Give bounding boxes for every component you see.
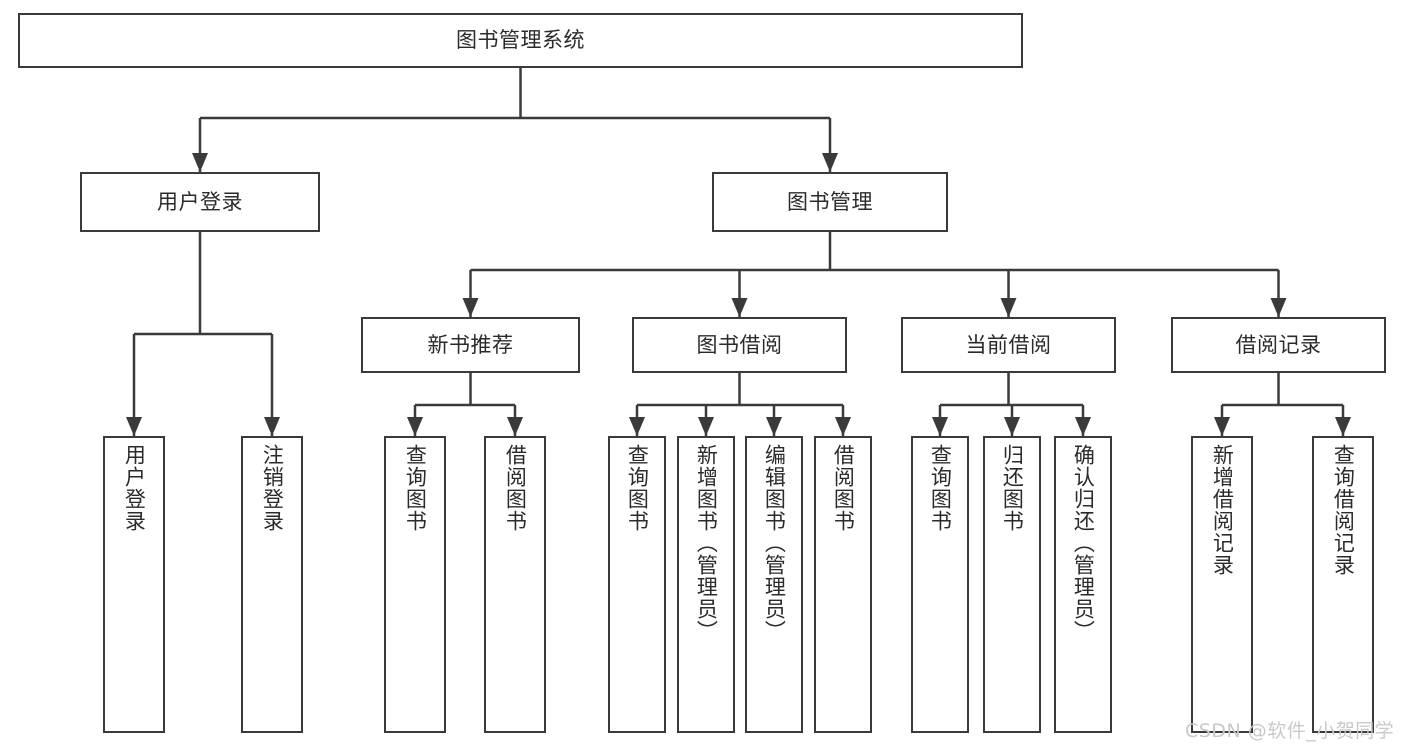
arrow-head-leaf-bor-4 xyxy=(835,417,851,436)
node-root[interactable]: 图书管理系统 xyxy=(18,13,1023,68)
node-label: 借阅图书 xyxy=(831,444,856,532)
arrow-head-leaf-new-1 xyxy=(407,417,423,436)
node-leaf-bor-4[interactable]: 借阅图书 xyxy=(814,436,872,733)
arrow-head-leaf-cur-3 xyxy=(1075,417,1091,436)
arrow-head-leaf-login-1 xyxy=(126,417,142,436)
node-label: 新增图书（管理员） xyxy=(694,444,719,642)
node-label: 查询图书 xyxy=(403,444,428,532)
arrow-head-leaf-bor-2 xyxy=(698,417,714,436)
node-label: 编辑图书（管理员） xyxy=(762,444,787,642)
node-leaf-bor-3[interactable]: 编辑图书（管理员） xyxy=(745,436,803,733)
node-label: 查询图书 xyxy=(625,444,650,532)
node-leaf-bor-2[interactable]: 新增图书（管理员） xyxy=(677,436,735,733)
node-newbook[interactable]: 新书推荐 xyxy=(361,317,580,373)
watermark: CSDN @软件_小贺同学 xyxy=(1185,720,1395,742)
node-label: 当前借阅 xyxy=(965,332,1052,357)
node-label: 借阅记录 xyxy=(1235,332,1322,357)
node-label: 确认归还（管理员） xyxy=(1071,444,1096,642)
node-leaf-login-1[interactable]: 用户登录 xyxy=(103,436,165,733)
node-leaf-bor-1[interactable]: 查询图书 xyxy=(608,436,666,733)
node-borrow[interactable]: 图书借阅 xyxy=(632,317,847,373)
arrow-head-leaf-rec-2 xyxy=(1335,417,1351,436)
arrow-head-current xyxy=(1000,298,1017,317)
node-leaf-cur-3[interactable]: 确认归还（管理员） xyxy=(1054,436,1112,733)
arrow-head-login xyxy=(192,153,208,172)
node-leaf-cur-2[interactable]: 归还图书 xyxy=(983,436,1041,733)
arrow-head-leaf-cur-2 xyxy=(1004,417,1020,436)
arrow-head-record xyxy=(1270,298,1287,317)
node-label: 新增借阅记录 xyxy=(1210,444,1235,576)
arrow-head-leaf-cur-1 xyxy=(932,417,948,436)
node-label: 图书管理 xyxy=(787,189,873,214)
node-label: 用户登录 xyxy=(122,444,147,532)
arrow-head-leaf-bor-1 xyxy=(629,417,645,436)
node-label: 归还图书 xyxy=(1000,444,1025,532)
node-leaf-rec-1[interactable]: 新增借阅记录 xyxy=(1191,436,1253,733)
arrow-head-leaf-bor-3 xyxy=(766,417,782,436)
node-label: 新书推荐 xyxy=(427,332,514,357)
arrow-head-leaf-new-2 xyxy=(507,417,523,436)
arrow-head-leaf-login-2 xyxy=(264,417,280,436)
node-label: 用户登录 xyxy=(157,189,243,214)
node-current[interactable]: 当前借阅 xyxy=(901,317,1116,373)
arrow-head-leaf-rec-1 xyxy=(1214,417,1230,436)
node-record[interactable]: 借阅记录 xyxy=(1171,317,1386,373)
arrow-head-bookmgmt xyxy=(822,153,838,172)
node-bookmgmt[interactable]: 图书管理 xyxy=(712,172,948,232)
node-label: 查询图书 xyxy=(928,444,953,532)
node-label: 注销登录 xyxy=(260,444,285,532)
node-label: 借阅图书 xyxy=(503,444,528,532)
node-label: 图书管理系统 xyxy=(456,28,585,53)
node-leaf-new-2[interactable]: 借阅图书 xyxy=(484,436,546,733)
arrow-head-borrow xyxy=(731,298,748,317)
node-login[interactable]: 用户登录 xyxy=(80,172,320,232)
node-leaf-rec-2[interactable]: 查询借阅记录 xyxy=(1312,436,1374,733)
node-leaf-login-2[interactable]: 注销登录 xyxy=(241,436,303,733)
node-label: 图书借阅 xyxy=(696,332,783,357)
node-label: 查询借阅记录 xyxy=(1331,444,1356,576)
node-leaf-new-1[interactable]: 查询图书 xyxy=(384,436,446,733)
node-leaf-cur-1[interactable]: 查询图书 xyxy=(911,436,969,733)
arrow-head-newbook xyxy=(462,298,479,317)
